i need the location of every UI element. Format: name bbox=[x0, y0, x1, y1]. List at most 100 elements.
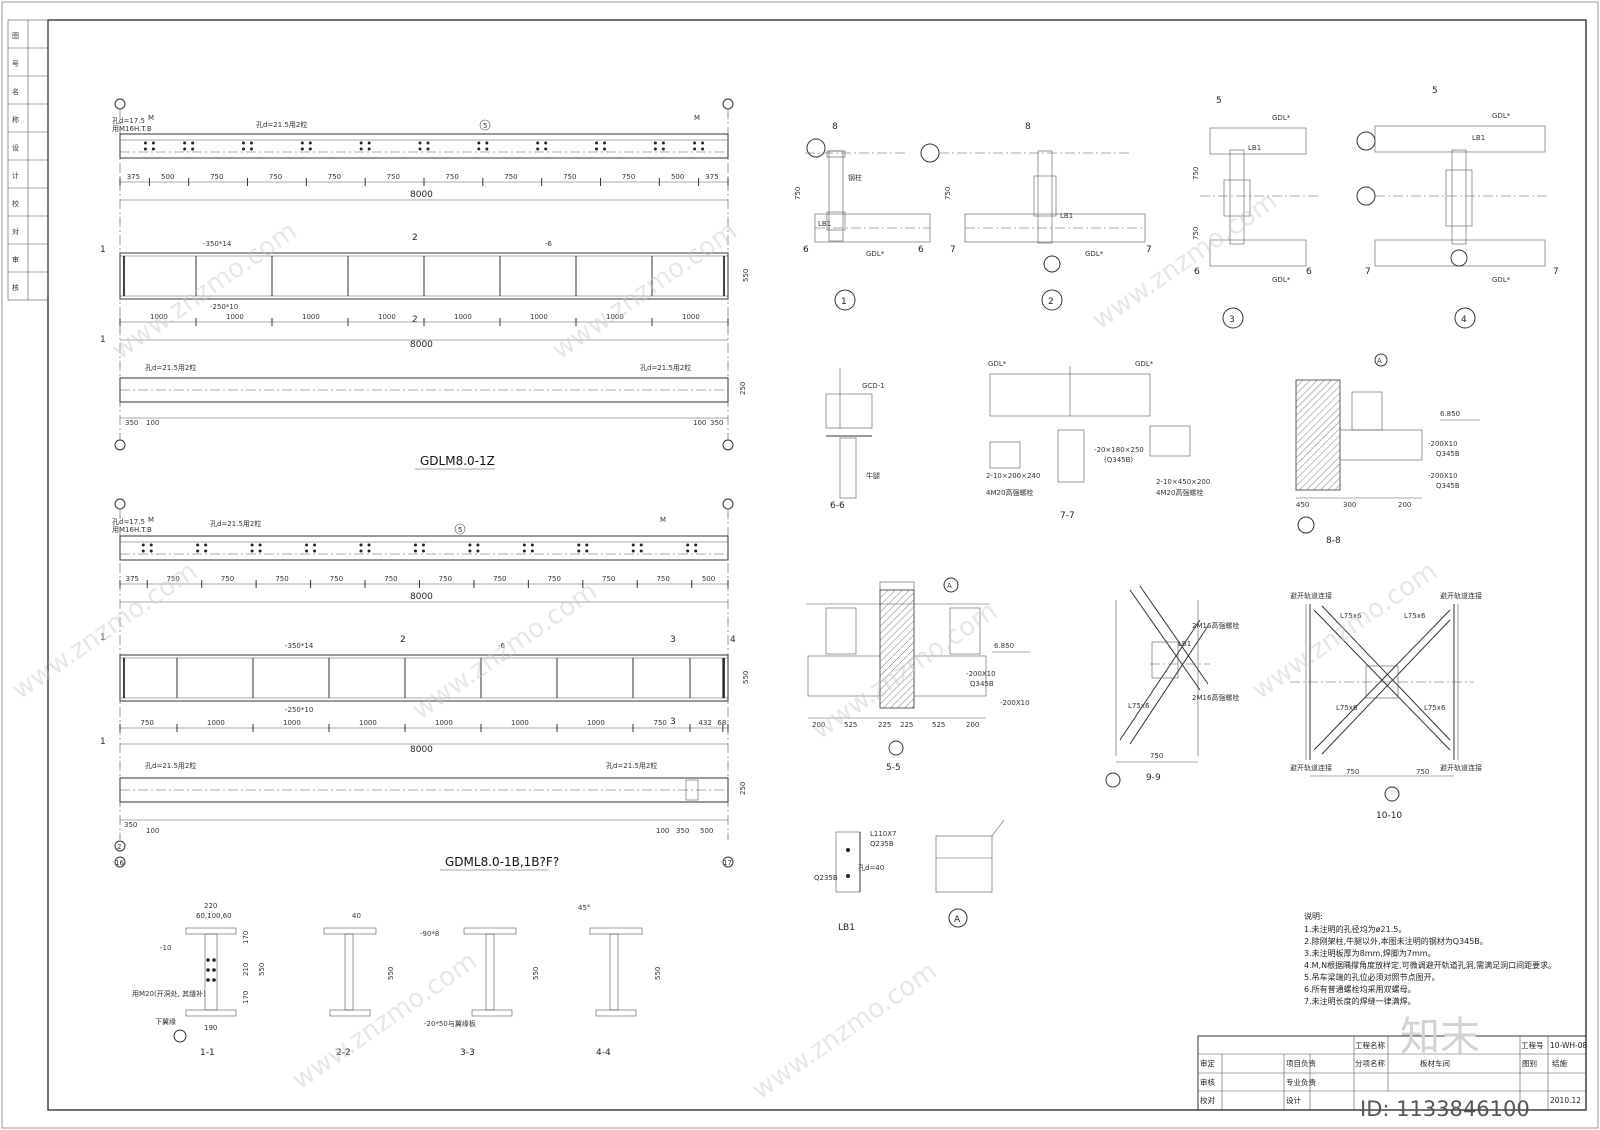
s22-d0: 40 bbox=[352, 912, 361, 920]
beam2-hole bbox=[577, 543, 581, 547]
beam2-hole bbox=[413, 543, 417, 547]
beam2-hole bbox=[367, 549, 371, 553]
s77-gdl-right: GDL* bbox=[1135, 360, 1154, 368]
s99-width: 750 bbox=[1150, 752, 1163, 760]
beam2-stiff-dim-label: 1000 bbox=[587, 719, 605, 727]
tb-role-2: 校对 bbox=[1200, 1095, 1216, 1105]
svg-text:4: 4 bbox=[730, 635, 736, 645]
beam1-bolt-holes bbox=[143, 141, 705, 151]
beam1-stiff-dim-label: 1000 bbox=[150, 313, 168, 321]
d1-label: 1 bbox=[841, 297, 847, 307]
beam1-hole bbox=[477, 147, 481, 151]
beam1-flange-top: -350*14 bbox=[203, 240, 232, 248]
beam2-hole bbox=[413, 549, 417, 553]
detail-lb1: L110X7 Q235B 孔d=40 Q235B LB1 bbox=[814, 830, 897, 933]
beam2-stiff-dim-label: 1000 bbox=[511, 719, 529, 727]
tb-role2-2: 设计 bbox=[1286, 1095, 1302, 1105]
section-3-3: -90*8 -20*50与翼缘板 550 3-3 bbox=[420, 927, 540, 1058]
beam2-hole bbox=[258, 543, 262, 547]
beam2-hole bbox=[313, 549, 317, 553]
d2-750: 750 bbox=[944, 187, 952, 200]
beam1-hole-note: 孔d=21.5用2粒 bbox=[256, 120, 307, 129]
detail-4: GDL* GDL* LB1 4 5 7 7 bbox=[1356, 86, 1559, 329]
beam2-hole bbox=[631, 543, 635, 547]
beam1-hole bbox=[603, 141, 607, 145]
side-label-5: 计 bbox=[12, 171, 19, 180]
svg-text:6: 6 bbox=[1306, 267, 1312, 277]
svg-text:7: 7 bbox=[1365, 267, 1371, 277]
svg-text:6: 6 bbox=[1194, 267, 1200, 277]
beam1-hole bbox=[151, 141, 155, 145]
beam2-stiff-dim-label: 432 bbox=[698, 719, 711, 727]
beam1-hole bbox=[544, 141, 548, 145]
s11-h: 550 bbox=[258, 963, 266, 976]
beam1-hole bbox=[595, 147, 599, 151]
beam2-stiffeners bbox=[123, 658, 725, 698]
tb-sub-label: 分项名称 bbox=[1355, 1058, 1385, 1068]
beam1-stiffeners bbox=[123, 256, 725, 296]
beam1-mark-m-right: M bbox=[694, 114, 700, 122]
beam1-hole bbox=[485, 147, 489, 151]
beam1-title: GDLM8.0-1Z bbox=[420, 454, 495, 468]
s55-dim-4: 525 bbox=[932, 721, 945, 729]
s88-plate2: -200X10 bbox=[1428, 472, 1458, 480]
beam1-top-dim-label: 375 bbox=[705, 173, 718, 181]
beam2-top-dim-label: 750 bbox=[548, 575, 561, 583]
svg-text:6: 6 bbox=[803, 245, 809, 255]
s88-elev: 6.850 bbox=[1440, 410, 1460, 418]
d4-gdl-bot: GDL* bbox=[1492, 276, 1511, 284]
note-line-5: 5.吊车梁端的孔位必须对照节点图开。 bbox=[1304, 972, 1440, 982]
beam1-hole bbox=[191, 141, 195, 145]
beam2-drawing: 2 16 17 孔d=17.5 用M16H.T.B 孔d=21.5用2粒 M M… bbox=[100, 498, 750, 871]
s99-zm16b: 2M16高强螺栓 bbox=[1192, 693, 1239, 702]
s11-title: 1-1 bbox=[200, 1048, 215, 1058]
beam2-hole bbox=[359, 543, 363, 547]
lb1-title: LB1 bbox=[838, 923, 855, 933]
s44-title: 4-4 bbox=[596, 1048, 611, 1058]
note-line-2: 2.除刚架柱,牛腿以外,本图未注明的钢材为Q345B。 bbox=[1304, 936, 1488, 946]
s66-niutui: 牛腿 bbox=[866, 471, 880, 480]
watermark-7: www.znzmo.com bbox=[1247, 556, 1443, 706]
s55-q345b: Q345B bbox=[970, 680, 994, 688]
beam1-top-dim-label: 750 bbox=[210, 173, 223, 181]
watermark-5: www.znzmo.com bbox=[407, 576, 603, 726]
beam2-elevation bbox=[119, 654, 729, 702]
beam1-hole bbox=[477, 141, 481, 145]
tb-drawing-label: 图别 bbox=[1522, 1059, 1537, 1068]
s77-gdl-left: GDL* bbox=[988, 360, 1007, 368]
s77-m20a: 4M20高强螺栓 bbox=[986, 488, 1033, 497]
svg-text:7: 7 bbox=[1146, 245, 1152, 255]
beam2-hole bbox=[530, 543, 534, 547]
d3-gdl-top: GDL* bbox=[1272, 114, 1291, 122]
note-line-3: 3.未注明板厚为8mm,焊脚为7mm。 bbox=[1304, 948, 1436, 958]
d1-750: 750 bbox=[794, 187, 802, 200]
s88-dim-1: 300 bbox=[1343, 501, 1356, 509]
beam2-hole bbox=[686, 549, 690, 553]
beam1-hole bbox=[544, 147, 548, 151]
d4-lb1: LB1 bbox=[1472, 134, 1485, 142]
note-line-1: 1.未注明的孔径均为ø21.5。 bbox=[1304, 924, 1406, 934]
s88-q345b1: Q345B bbox=[1436, 450, 1460, 458]
beam2-hole bbox=[149, 543, 153, 547]
beam2-top-dim-label: 750 bbox=[493, 575, 506, 583]
lb1-angle: L110X7 bbox=[870, 830, 897, 838]
beam2-top-dim-label: 750 bbox=[275, 575, 288, 583]
axis-bubble-left bbox=[114, 98, 126, 110]
image-id-text: ID: 1133846100 bbox=[1360, 1097, 1530, 1121]
s11-m20: 用M20(开洞处, 其缝补) bbox=[132, 989, 206, 998]
s99-zm16a: 2M16高强螺栓 bbox=[1192, 621, 1239, 630]
tb-project-name-label: 工程名称 bbox=[1355, 1040, 1385, 1050]
general-notes: 说明: 1.未注明的孔径均为ø21.5。 2.除刚架柱,牛腿以外,本图未注明的钢… bbox=[1304, 911, 1556, 1006]
s55-dim-2: 225 bbox=[878, 721, 891, 729]
beam1-bot-hole-note-right: 孔d=21.5用2粒 bbox=[640, 363, 691, 372]
beam1-hole bbox=[536, 141, 540, 145]
d3-750a: 750 bbox=[1192, 167, 1200, 180]
beam1-height: 550 bbox=[742, 269, 750, 282]
svg-text:5: 5 bbox=[483, 122, 487, 130]
beam2-bot-dim-1: 100 bbox=[146, 827, 159, 835]
section-10-10: 避开轨道连接 避开轨道连接 避开轨道连接 避开轨道连接 L75x6 L75x6 … bbox=[1290, 591, 1482, 821]
s1010-l75-tl: L75x6 bbox=[1340, 612, 1362, 620]
svg-text:8: 8 bbox=[832, 122, 838, 132]
